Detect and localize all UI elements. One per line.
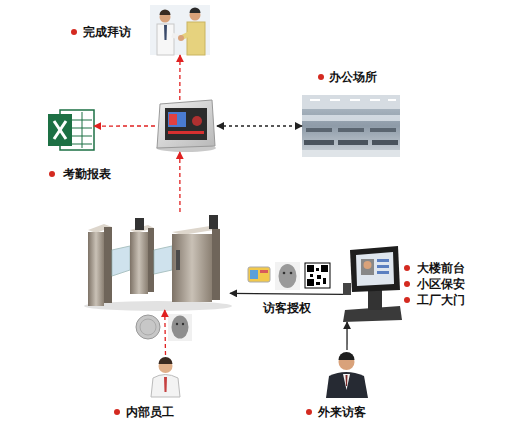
node-label: 外来访客	[318, 405, 366, 419]
bullet-dot	[71, 29, 77, 35]
photo-node: 完成拜访	[150, 5, 210, 55]
person-node: 内部员工	[148, 355, 183, 398]
bullet-dot	[49, 171, 55, 177]
bullet-dot	[404, 297, 410, 303]
visitor-kiosk	[343, 246, 402, 322]
excel-icon	[48, 110, 94, 150]
employee-photo	[151, 357, 180, 397]
person-node: 外来访客	[322, 350, 372, 398]
flow-arrow	[346, 322, 347, 350]
credential-icons	[248, 262, 330, 290]
node-label: 办公场所	[329, 70, 377, 84]
device-node	[155, 100, 217, 152]
bullet-dot	[114, 409, 120, 415]
flow-arrow	[94, 125, 155, 126]
flow-arrow	[217, 125, 302, 126]
bullet-dot	[318, 74, 324, 80]
icon-node: 考勤报表	[48, 108, 94, 152]
attendance-terminal	[156, 100, 216, 152]
edge-label: 访客授权	[263, 301, 311, 315]
node-label: 工厂大门	[417, 293, 465, 307]
gate-node	[85, 212, 230, 310]
node-label: 小区保安	[417, 277, 465, 291]
handshake-photo	[150, 5, 210, 55]
bullet-dot	[306, 409, 312, 415]
employee-credentials	[136, 314, 192, 341]
kiosk-node: 大楼前台小区保安工厂大门	[343, 245, 401, 322]
photo-node: 办公场所	[302, 95, 400, 157]
flow-arrow	[179, 55, 180, 100]
visitor-photo	[326, 352, 368, 398]
turnstile-gate	[84, 215, 232, 311]
node-label: 大楼前台	[417, 261, 465, 275]
flow-arrow	[179, 152, 180, 212]
bullet-dot	[404, 281, 410, 287]
node-label: 完成拜访	[83, 25, 131, 39]
flow-arrow	[164, 310, 166, 355]
bullet-dot	[404, 265, 410, 271]
office-photo	[302, 95, 400, 157]
node-label: 考勤报表	[63, 167, 111, 181]
flow-arrow	[230, 293, 343, 295]
node-label: 内部员工	[126, 405, 174, 419]
